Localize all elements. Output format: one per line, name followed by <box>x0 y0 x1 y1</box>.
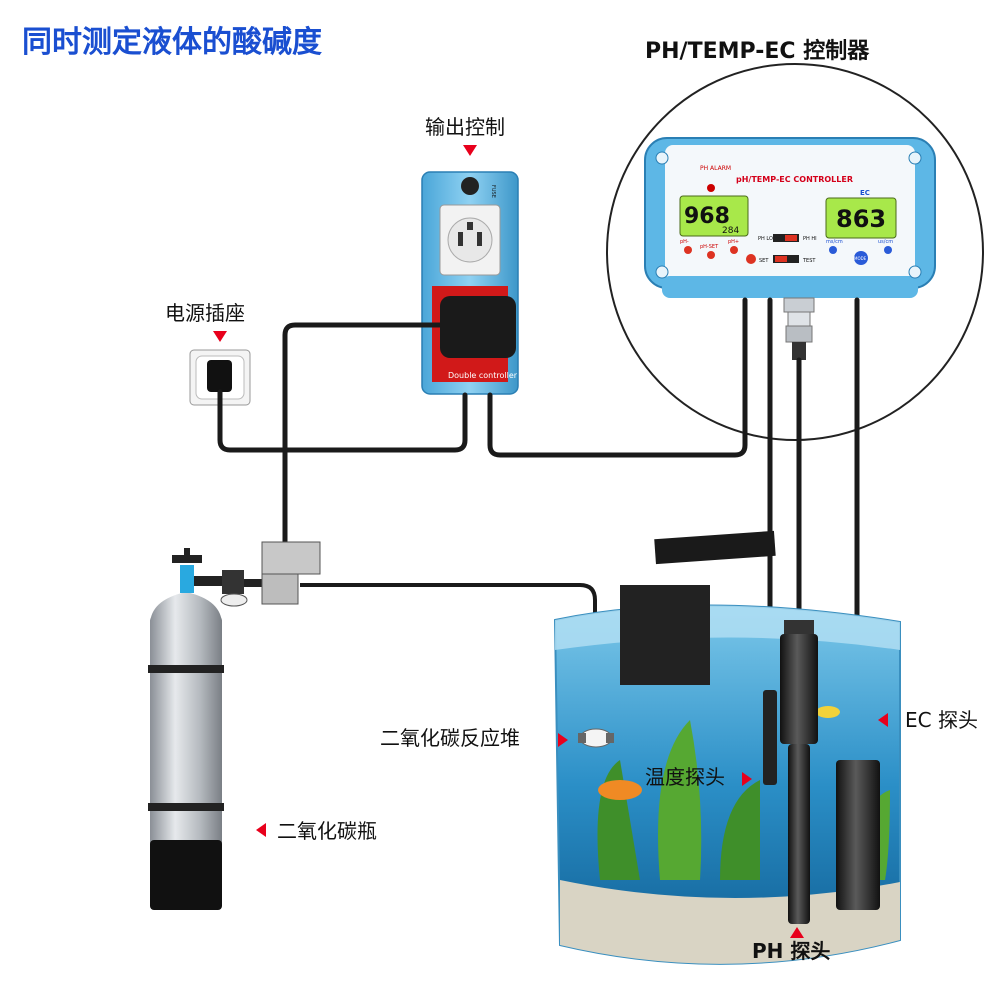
fish <box>598 780 642 800</box>
page-title: 同时测定液体的酸碱度 <box>22 25 322 60</box>
plug-black <box>440 296 516 358</box>
ms-cm-label: ms/cm <box>826 239 843 245</box>
fuse-label: FUSE <box>490 185 496 198</box>
fish <box>816 706 840 718</box>
ph-reading: 968 <box>684 204 730 229</box>
bnc-connector <box>783 297 815 360</box>
mode-label: MODE <box>854 256 867 261</box>
ph-ec-controller: pH/TEMP-EC CONTROLLER PH ALARM 968 284 E… <box>644 137 936 298</box>
ph-lcd <box>679 195 749 237</box>
us-cm-label: us/cm <box>878 239 893 245</box>
co2-bottle-pointer <box>256 823 266 837</box>
co2-bottle-label: 二氧化碳瓶 <box>277 819 377 843</box>
product-title: PH/TEMP-EC 控制器 <box>645 38 870 64</box>
ec-probe-pointer <box>878 713 888 727</box>
ph-set-button[interactable] <box>707 251 715 259</box>
ms-cm-button[interactable] <box>829 246 837 254</box>
controller-brand: pH/TEMP-EC CONTROLLER <box>736 175 853 184</box>
co2-cylinder <box>148 548 264 910</box>
alarm-led <box>707 184 715 192</box>
output-control-label: 输出控制 <box>425 115 505 139</box>
ec-probe-label: EC 探头 <box>905 708 978 732</box>
aquarium-tank <box>553 530 901 965</box>
temp-reading: 284 <box>722 226 739 236</box>
temp-probe-pointer <box>742 772 752 786</box>
ph-plus-label: pH+ <box>728 239 739 245</box>
co2-reactor-label: 二氧化碳反应堆 <box>380 726 520 750</box>
solenoid-valve <box>261 541 321 605</box>
co2-tube <box>300 583 597 730</box>
ph-alarm-label: PH ALARM <box>700 165 731 172</box>
temp-probe <box>763 690 777 785</box>
fuse-cap <box>461 177 479 195</box>
output-control-pointer <box>463 145 477 156</box>
temp-probe-label: 温度探头 <box>645 765 725 789</box>
socket-box-footer: Double controller <box>448 371 518 380</box>
ph-probe-label: PH 探头 <box>752 939 830 963</box>
mode-button[interactable] <box>854 251 868 265</box>
ph-set-label: pH-SET <box>700 244 719 250</box>
us-cm-button[interactable] <box>884 246 892 254</box>
ec-lcd-label: EC <box>860 189 870 197</box>
ph-probe-pointer <box>790 927 804 938</box>
ec-lcd <box>825 197 897 239</box>
set-label: SET <box>759 258 769 264</box>
ph-low-label: PH LOW <box>758 236 778 242</box>
power-socket-label: 电源插座 <box>165 301 245 325</box>
power-socket-pointer <box>213 331 227 342</box>
ph-plus-button[interactable] <box>730 246 738 254</box>
settings-knob[interactable] <box>746 254 756 264</box>
test-label: TEST <box>802 258 816 264</box>
ec-probe <box>836 760 880 910</box>
ph-minus-button[interactable] <box>684 246 692 254</box>
ec-reading: 863 <box>836 205 886 233</box>
co2-reactor-pointer <box>558 733 568 747</box>
ph-probe <box>780 620 818 924</box>
ph-minus-label: pH- <box>680 239 689 245</box>
wall-power-socket <box>189 349 251 406</box>
ph-hi-label: PH HI <box>803 236 817 242</box>
output-socket-box: FUSE Double controller <box>421 171 519 395</box>
